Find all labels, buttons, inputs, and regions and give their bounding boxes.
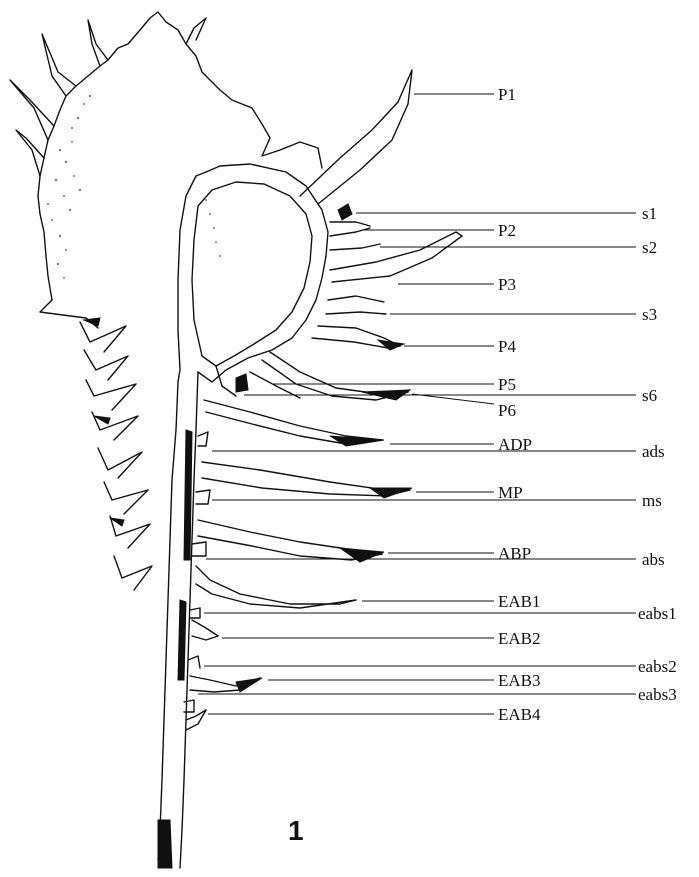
label-MP: MP xyxy=(498,483,523,502)
label-EAB2: EAB2 xyxy=(498,629,541,648)
label-EAB4: EAB4 xyxy=(498,705,541,724)
label-eabs3: eabs3 xyxy=(638,685,677,704)
label-P6: P6 xyxy=(498,401,516,420)
leader-lines xyxy=(198,94,636,714)
label-EAB1: EAB1 xyxy=(498,592,541,611)
label-ms: ms xyxy=(642,491,662,510)
label-abs: abs xyxy=(642,550,665,569)
label-eabs1: eabs1 xyxy=(638,604,677,623)
label-s6: s6 xyxy=(642,386,657,405)
label-P1: P1 xyxy=(498,85,516,104)
label-ABP: ABP xyxy=(498,544,531,563)
label-P3: P3 xyxy=(498,275,516,294)
structure-labels: P1 P2 P3 P4 P5 P6 ADP MP ABP EAB1 EAB2 E… xyxy=(498,85,677,724)
figure-number: 1 xyxy=(288,815,304,846)
label-s3: s3 xyxy=(642,305,657,324)
label-P4: P4 xyxy=(498,337,516,356)
label-ads: ads xyxy=(642,442,665,461)
label-s2: s2 xyxy=(642,238,657,257)
label-EAB3: EAB3 xyxy=(498,671,541,690)
label-P5: P5 xyxy=(498,375,516,394)
label-P2: P2 xyxy=(498,221,516,240)
label-eabs2: eabs2 xyxy=(638,657,677,676)
label-ADP: ADP xyxy=(498,435,532,454)
shell-drawing xyxy=(10,12,462,868)
label-s1: s1 xyxy=(642,204,657,223)
